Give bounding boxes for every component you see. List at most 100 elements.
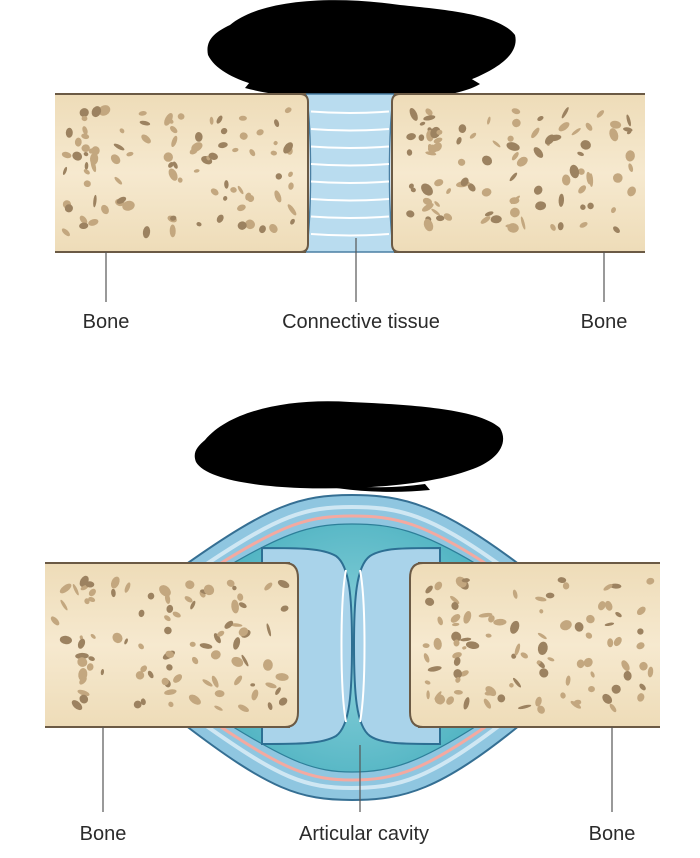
spongy-bone-cavity xyxy=(141,134,151,144)
spongy-bone-cavity xyxy=(224,620,234,629)
spongy-bone-cavity xyxy=(166,664,173,671)
spongy-bone-cavity xyxy=(636,606,646,616)
spongy-bone-cavity xyxy=(238,115,247,121)
spongy-bone-cavity xyxy=(164,113,173,126)
spongy-bone-cavity xyxy=(262,659,273,671)
spongy-bone-cavity xyxy=(173,674,183,683)
spongy-bone-cavity xyxy=(604,600,613,611)
spongy-bone-cavity xyxy=(579,222,588,228)
spongy-bone-cavity xyxy=(101,204,109,215)
spongy-bone-cavity xyxy=(533,147,544,158)
spongy-bone-cavity xyxy=(434,201,440,207)
spongy-bone-cavity xyxy=(277,579,290,589)
spongy-bone-cavity xyxy=(172,611,181,618)
spongy-bone-cavity xyxy=(485,633,492,638)
spongy-bone-cavity xyxy=(177,113,185,120)
spongy-bone-cavity xyxy=(511,108,521,115)
spongy-bone-cavity xyxy=(484,211,494,217)
spongy-bone-cavity xyxy=(547,657,555,662)
spongy-bone-cavity xyxy=(433,137,443,144)
spongy-bone-cavity xyxy=(639,683,646,691)
spongy-bone-cavity xyxy=(210,188,219,196)
spongy-bone-cavity xyxy=(275,687,281,695)
spongy-bone-cavity xyxy=(238,704,249,713)
spongy-bone-cavity xyxy=(245,219,255,230)
spongy-bone-cavity xyxy=(434,179,444,187)
spongy-bone-cavity xyxy=(586,171,592,185)
spongy-bone-cavity xyxy=(81,115,88,122)
spongy-bone-cavity xyxy=(245,192,252,201)
spongy-bone-cavity xyxy=(61,228,70,237)
spongy-bone-cavity xyxy=(451,631,462,642)
spongy-bone-cavity xyxy=(239,132,248,140)
connective-fiber xyxy=(310,163,390,167)
spongy-bone-cavity xyxy=(560,692,566,699)
spongy-bone-cavity xyxy=(423,115,436,121)
spongy-bone-cavity xyxy=(558,122,570,132)
spongy-bone-cavity xyxy=(410,187,416,193)
spongy-bone-cavity xyxy=(237,204,246,212)
spongy-bone-cavity xyxy=(274,190,282,203)
spongy-bone-cavity xyxy=(214,690,225,698)
connective-fiber xyxy=(310,180,390,184)
spongy-bone-cavity xyxy=(190,600,196,610)
spongy-bone-cavity xyxy=(161,677,169,686)
spongy-bone-cavity xyxy=(569,164,580,179)
spongy-bone-cavity xyxy=(418,134,425,141)
connective-fiber xyxy=(310,128,390,132)
spongy-bone-cavity xyxy=(270,150,277,156)
spongy-bone-cavity xyxy=(443,213,453,221)
spongy-bone-cavity xyxy=(256,129,264,136)
spongy-bone-cavity xyxy=(278,697,288,706)
spongy-bone-cavity xyxy=(74,137,82,147)
spongy-bone-cavity xyxy=(209,116,214,125)
spongy-bone-cavity xyxy=(488,615,495,623)
spongy-bone-cavity xyxy=(573,699,582,706)
spongy-bone-cavity xyxy=(469,132,477,139)
spongy-bone-cavity xyxy=(481,188,492,197)
spongy-bone-cavity xyxy=(233,637,241,650)
spongy-bone-cavity xyxy=(91,146,100,156)
spongy-bone-cavity xyxy=(77,657,88,667)
spongy-bone-cavity xyxy=(427,144,434,151)
spongy-bone-cavity xyxy=(163,152,173,162)
redaction-scribble-top xyxy=(207,0,516,97)
spongy-bone-cavity xyxy=(424,680,431,685)
label-bone-bottom-right: Bone xyxy=(589,823,636,845)
spongy-bone-cavity xyxy=(613,226,620,234)
spongy-bone-cavity xyxy=(458,124,467,133)
spongy-bone-cavity xyxy=(603,583,613,591)
spongy-bone-cavity xyxy=(583,657,593,668)
spongy-bone-cavity xyxy=(86,663,94,671)
spongy-bone-cavity xyxy=(452,652,462,659)
spongy-bone-cavity xyxy=(84,598,90,605)
spongy-bone-cavity xyxy=(159,585,171,597)
spongy-bone-cavity xyxy=(90,633,96,639)
spongy-bone-cavity xyxy=(596,110,605,118)
spongy-bone-cavity xyxy=(220,128,228,135)
spongy-bone-cavity xyxy=(214,705,223,711)
spongy-bone-cavity xyxy=(446,188,452,195)
spongy-bone-cavity xyxy=(587,202,594,210)
spongy-bone-cavity xyxy=(196,222,202,227)
spongy-bone-cavity xyxy=(637,693,645,702)
spongy-bone-cavity xyxy=(275,673,289,681)
spongy-bone-cavity xyxy=(142,226,151,239)
connective-fiber xyxy=(310,233,390,237)
spongy-bone-cavity xyxy=(91,106,102,118)
spongy-bone-cavity xyxy=(627,186,636,197)
spongy-bone-cavity xyxy=(59,583,72,594)
spongy-bone-cavity xyxy=(574,622,584,632)
spongy-bone-cavity xyxy=(139,120,151,126)
spongy-bone-cavity xyxy=(507,135,514,142)
spongy-bone-cavity xyxy=(119,128,125,134)
spongy-bone-cavity xyxy=(65,127,73,138)
spongy-bone-cavity xyxy=(431,208,441,216)
spongy-bone-cavity xyxy=(558,193,565,207)
spongy-bone-cavity xyxy=(241,654,249,667)
spongy-bone-cavity xyxy=(588,686,595,693)
spongy-bone-cavity xyxy=(535,696,542,707)
spongy-bone-cavity xyxy=(422,197,433,206)
spongy-bone-cavity xyxy=(509,172,518,182)
